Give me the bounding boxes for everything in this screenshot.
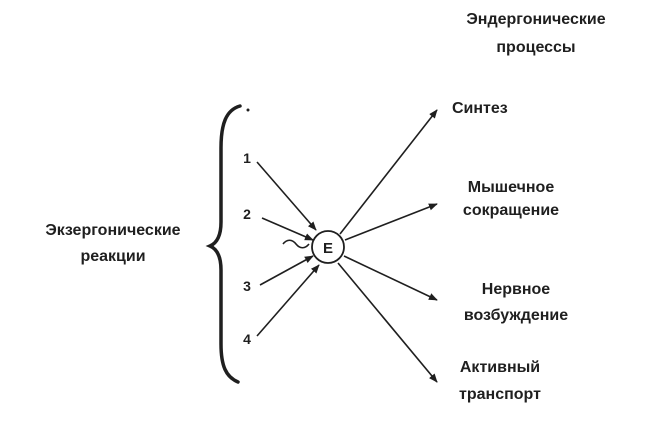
process-label-nerve-line1: Нервное bbox=[482, 281, 551, 298]
brace-dot bbox=[246, 108, 250, 112]
process-label-nerve-line2: возбуждение bbox=[464, 307, 568, 324]
input-arrow-2 bbox=[261, 217, 314, 241]
output-arrow-nerve bbox=[343, 255, 438, 301]
reaction-number-1: 1 bbox=[243, 150, 251, 166]
exergonic-label-line1: Экзергонические bbox=[45, 222, 180, 239]
output-arrow-synthesis bbox=[339, 109, 438, 235]
exergonic-label-line2: реакции bbox=[80, 248, 145, 265]
reaction-number-2: 2 bbox=[243, 206, 251, 222]
output-arrow-transport bbox=[337, 262, 438, 383]
process-label-transport-line1: Активный bbox=[460, 359, 540, 376]
energy-node-label: E bbox=[323, 240, 333, 257]
input-arrow-1 bbox=[256, 161, 317, 231]
input-arrow-4 bbox=[256, 264, 320, 337]
process-label-synthesis: Синтез bbox=[452, 100, 508, 117]
process-label-muscle-line2: сокращение bbox=[463, 202, 559, 219]
grouping-brace bbox=[205, 104, 242, 384]
process-label-muscle-line1: Мышечное bbox=[468, 179, 555, 196]
energy-wave-icon bbox=[282, 239, 310, 249]
process-label-transport-line2: транспорт bbox=[459, 386, 541, 403]
output-arrow-muscle bbox=[344, 203, 438, 241]
input-arrow-3 bbox=[259, 255, 314, 286]
reaction-number-4: 4 bbox=[243, 331, 251, 347]
reaction-number-3: 3 bbox=[243, 278, 251, 294]
energy-node-circle bbox=[311, 230, 345, 264]
header-title-line1: Эндергонические bbox=[466, 11, 605, 28]
header-title-line2: процессы bbox=[496, 39, 575, 56]
